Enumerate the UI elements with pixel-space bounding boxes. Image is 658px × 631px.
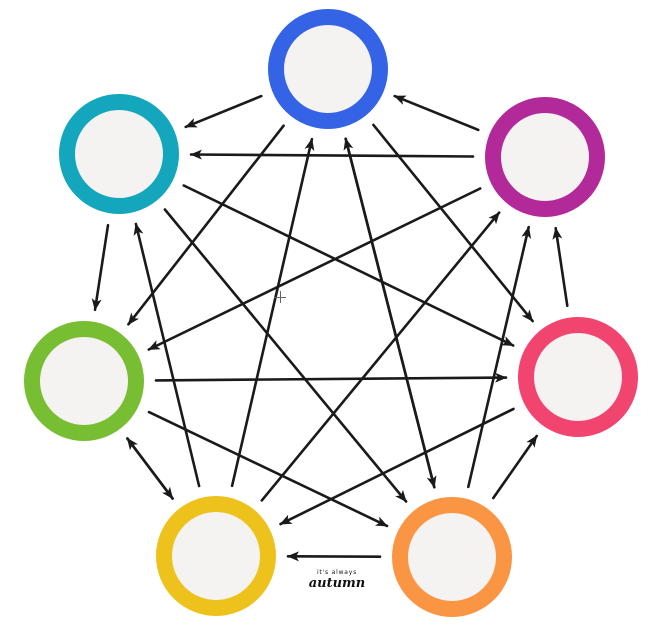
edges-layer (91, 94, 569, 562)
arrow-yellow-to-green (126, 437, 174, 500)
arrow-blue-to-green (127, 124, 285, 326)
arrow-orange-to-pink (491, 434, 539, 500)
node-pink (518, 317, 638, 437)
arrow-blue-to-teal (184, 94, 263, 129)
node-teal (59, 94, 179, 214)
watermark-line2: autumn (308, 576, 366, 591)
watermark-line1: it's always (316, 569, 358, 576)
arrow-yellow-to-purple (260, 211, 501, 502)
arrow-green-to-orange (147, 410, 389, 528)
arrow-yellow-to-teal (133, 222, 201, 488)
arrow-orange-to-purple (466, 225, 532, 489)
crosshair-cursor-icon (274, 291, 286, 303)
arrow-green-to-pink (154, 372, 508, 383)
arrow-teal-to-orange (163, 208, 408, 503)
arrow-teal-to-green (91, 223, 110, 312)
arrow-purple-to-green (147, 187, 482, 351)
arrow-yellow-to-blue (230, 137, 315, 488)
node-purple (485, 97, 605, 217)
node-green (24, 321, 144, 441)
arrow-blue-to-pink (372, 123, 534, 323)
arrow-purple-to-teal (189, 149, 475, 160)
node-orange (392, 497, 512, 617)
node-blue (268, 9, 388, 129)
arrow-teal-to-pink (182, 184, 515, 347)
node-yellow (156, 496, 276, 616)
arrow-pink-to-purple (552, 226, 569, 308)
nodes-layer (24, 9, 638, 617)
arrow-purple-to-blue (393, 94, 480, 132)
watermark-logo: it's always autumn (306, 569, 368, 591)
arrow-orange-to-blue (343, 137, 436, 489)
arrow-pink-to-yellow (279, 407, 515, 526)
